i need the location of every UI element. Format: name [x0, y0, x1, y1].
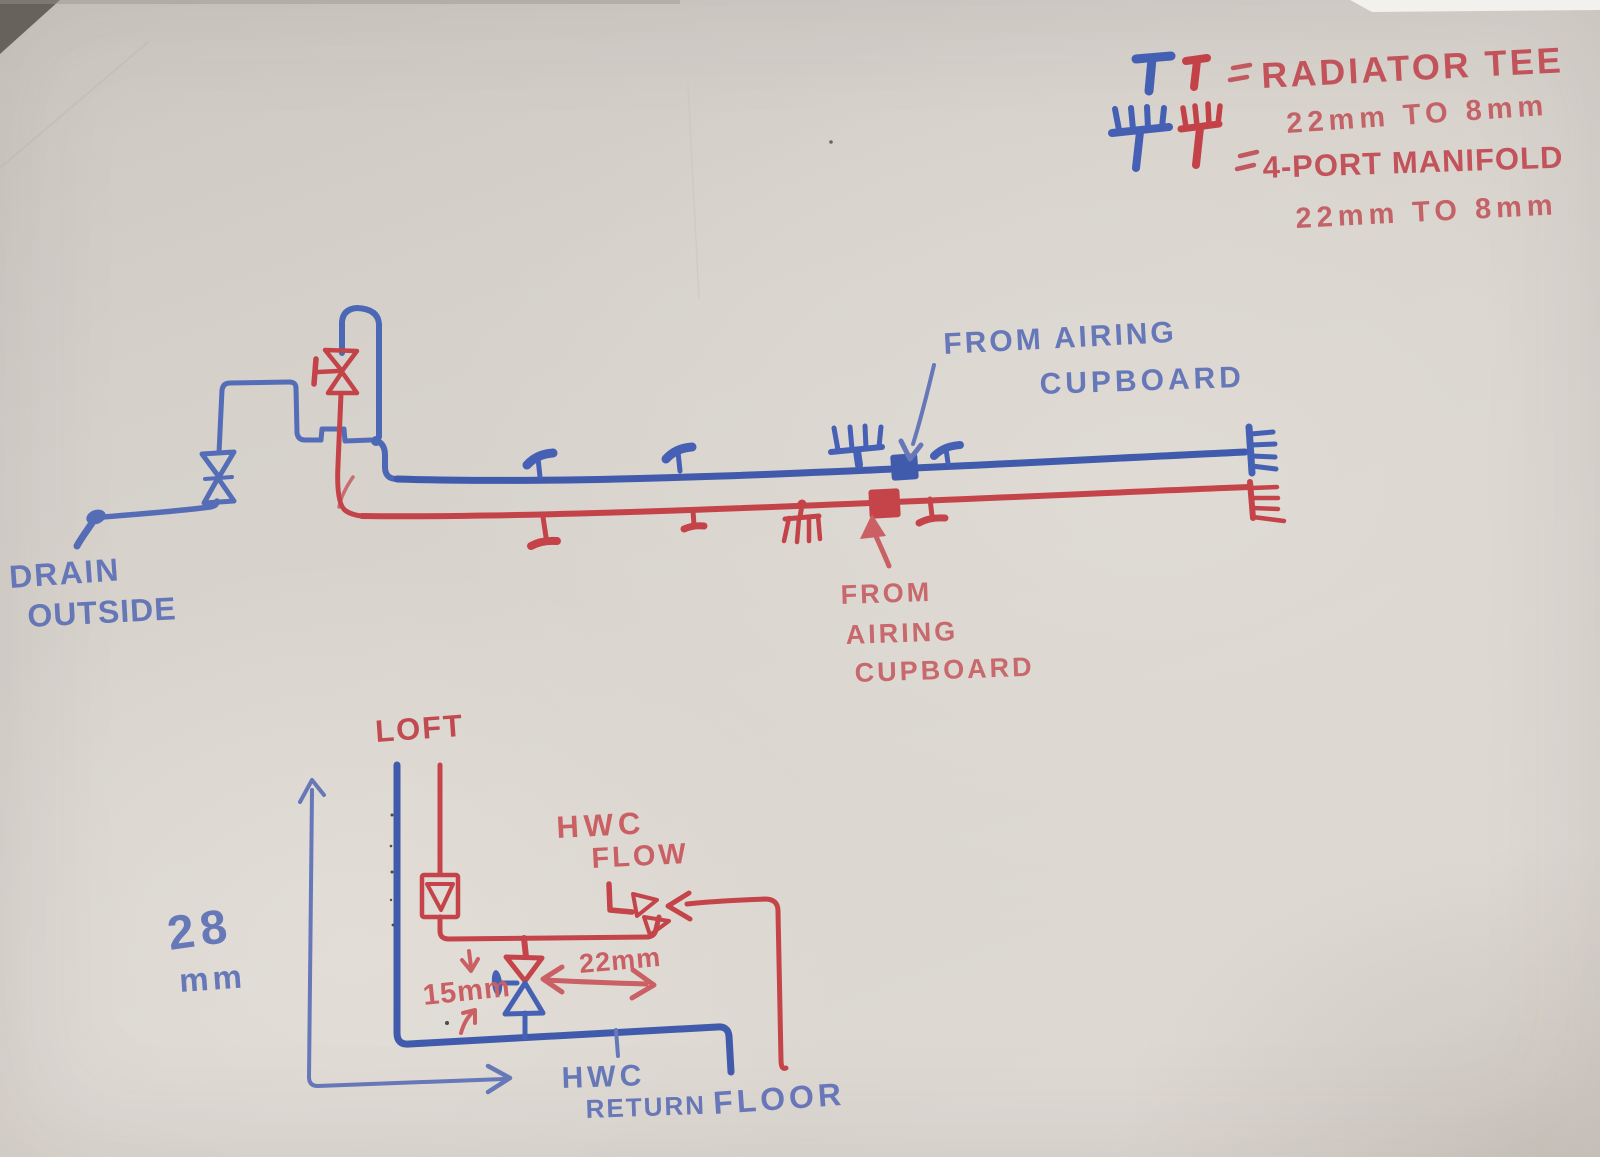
- blue-manifold-icon: [828, 423, 885, 469]
- red-service-valve-icon: [311, 347, 360, 396]
- arrow-up-shaft: [459, 1010, 475, 1035]
- legend-equals-tee: [1227, 62, 1253, 83]
- legend-manifold-size: 22mm TO 8mm: [1295, 189, 1559, 235]
- arrow-up-icon: [298, 778, 326, 804]
- blue-note-line-1: FROM AIRING: [943, 316, 1178, 361]
- blue-note-line-2: CUPBOARD: [1039, 361, 1245, 401]
- main-run: FROM AIRING CUPBOARD FROM AIRING CUPBOAR…: [8, 305, 1287, 688]
- red-note-line-1: FROM: [840, 577, 932, 610]
- blue-gate-valve-icon: [199, 449, 237, 506]
- red-note-arrowhead-icon: [860, 514, 886, 539]
- blend-valve-handle-icon: [491, 970, 503, 996]
- paper-artifacts: [0, 0, 1600, 1025]
- legend-manifold-blue-icon: [1108, 104, 1173, 172]
- drain-label-line-1: DRAIN: [8, 551, 122, 595]
- arrow-up-small-icon: [461, 1008, 477, 1025]
- legend-tee-size: 22mm TO 8mm: [1285, 90, 1549, 140]
- flow-arrowhead-icon: [665, 890, 693, 922]
- red-riser-overdraw: [337, 475, 355, 509]
- arrow-left-icon: [540, 964, 565, 995]
- red-radiator-tee-2: [680, 508, 708, 533]
- cylinder-detail: LOFT 28 mm 15mm 22mm HW: [164, 708, 846, 1124]
- red-riser-pipe: [335, 391, 365, 519]
- cold-feed-riser-pipe: [216, 379, 374, 456]
- main-entry-bend: [372, 437, 400, 482]
- drain-pipe: [100, 498, 220, 520]
- hwc-return-label-line-2: RETURN: [585, 1090, 706, 1124]
- blue-radiator-tee-2: [661, 442, 697, 474]
- red-radiator-tee-1: [527, 514, 561, 550]
- size-22-label: 22mm: [578, 942, 662, 979]
- paper-crease-2: [687, 84, 700, 299]
- legend-manifold-label: 4-PORT MANIFOLD: [1262, 140, 1564, 185]
- arrow-right-small-icon: [629, 967, 657, 1001]
- hwc-flow-label-line-2: FLOW: [591, 838, 690, 875]
- paper-corner-shadow: [0, 0, 60, 54]
- paper-crease: [0, 41, 149, 169]
- red-airing-cupboard-connection: [868, 488, 901, 519]
- red-note-line-3: CUPBOARD: [854, 652, 1035, 688]
- legend: RADIATOR TEE 22mm TO 8mm 4-PORT MANIFOLD…: [1108, 39, 1565, 235]
- paper-specks: [389, 140, 833, 1025]
- legend-radiator-tee-red-icon: [1182, 54, 1211, 91]
- arrow-right-icon: [485, 1063, 513, 1095]
- size-28-label: 28: [164, 899, 236, 961]
- hwc-flow-label-line-1: HWC: [556, 805, 647, 845]
- floor-label: FLOOR: [712, 1076, 846, 1121]
- legend-radiator-tee-blue-icon: [1131, 51, 1176, 96]
- hwc-flow-horizontal-pipe: [437, 914, 651, 942]
- hwc-return-label-line-1: HWC: [561, 1059, 646, 1095]
- vent-loop-pipe: [339, 305, 382, 440]
- paper-top-right-sliver: [1350, 0, 1600, 12]
- blend-valve-red-stub: [521, 935, 529, 960]
- loft-label: LOFT: [374, 708, 465, 749]
- double-arrow-shaft: [544, 977, 649, 987]
- red-note-line-2: AIRING: [845, 616, 958, 650]
- size-28-unit-label: mm: [178, 957, 247, 999]
- blue-note-arrow-shaft: [911, 363, 936, 446]
- blue-note-arrowhead-icon: [898, 438, 924, 462]
- arrow-down-shaft: [467, 949, 473, 969]
- blue-end-manifold-icon: [1245, 423, 1279, 477]
- pipe-28mm-route-line: [307, 788, 506, 1088]
- hwc-flow-valve-icon: [606, 881, 671, 937]
- size-15-label: 15mm: [421, 971, 512, 1012]
- drain-outlet-tail: [73, 519, 96, 550]
- blue-flow-main-pipe: [393, 448, 1249, 484]
- red-return-main-pipe: [359, 484, 1253, 520]
- blend-valve-red-triangle-icon: [503, 954, 545, 984]
- legend-equals-manifold: [1234, 149, 1260, 172]
- hwc-flow-floor-pipe: [684, 896, 789, 1071]
- hwc-return-pipe: [393, 761, 735, 1076]
- legend-manifold-red-icon: [1177, 101, 1223, 169]
- drain-label-line-2: OUTSIDE: [26, 590, 177, 634]
- paper-top-edge: [0, 0, 680, 4]
- legend-tee-label: RADIATOR TEE: [1260, 39, 1564, 96]
- blue-radiator-tee-1: [522, 448, 558, 480]
- red-end-manifold-icon: [1247, 479, 1287, 524]
- hwc-return-tick: [614, 1028, 620, 1058]
- blue-radiator-tee-3: [930, 441, 964, 466]
- check-valve-triangle-icon: [425, 882, 455, 912]
- red-note-arrow-shaft: [872, 531, 892, 569]
- arrow-down-icon: [460, 957, 480, 973]
- red-radiator-tee-3: [915, 496, 949, 527]
- red-manifold-icon: [781, 499, 823, 545]
